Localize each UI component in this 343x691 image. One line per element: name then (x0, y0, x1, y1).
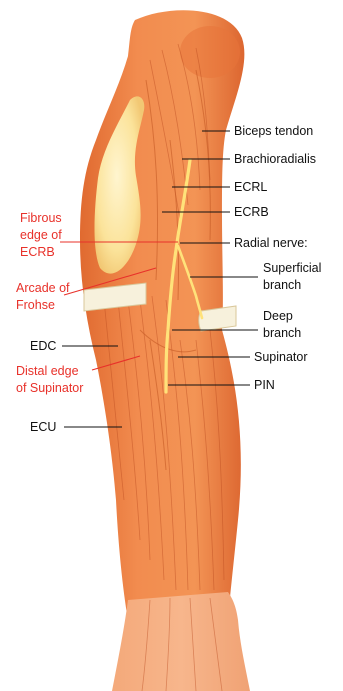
label-brachioradialis: Brachioradialis (234, 152, 316, 166)
label-deep-branch-1: Deep (263, 309, 293, 323)
label-pin: PIN (254, 378, 275, 392)
label-edc: EDC (30, 339, 56, 353)
label-arcade-2: Frohse (16, 298, 55, 312)
label-ecu: ECU (30, 420, 56, 434)
label-biceps-tendon: Biceps tendon (234, 124, 313, 138)
label-arcade-1: Arcade of (16, 281, 70, 295)
label-deep-branch-2: branch (263, 326, 301, 340)
label-radial-nerve: Radial nerve: (234, 236, 308, 250)
label-distal-edge-1: Distal edge (16, 364, 79, 378)
label-ecrl: ECRL (234, 180, 267, 194)
label-distal-edge-2: of Supinator (16, 381, 83, 395)
hand (112, 592, 250, 691)
label-fibrous-edge-3: ECRB (20, 245, 55, 259)
label-ecrb: ECRB (234, 205, 269, 219)
label-superficial-branch-2: branch (263, 278, 301, 292)
label-superficial-branch-1: Superficial (263, 261, 321, 275)
label-supinator: Supinator (254, 350, 308, 364)
deltoid-highlight (180, 26, 240, 78)
label-fibrous-edge-1: Fibrous (20, 211, 62, 225)
label-fibrous-edge-2: edge of (20, 228, 62, 242)
